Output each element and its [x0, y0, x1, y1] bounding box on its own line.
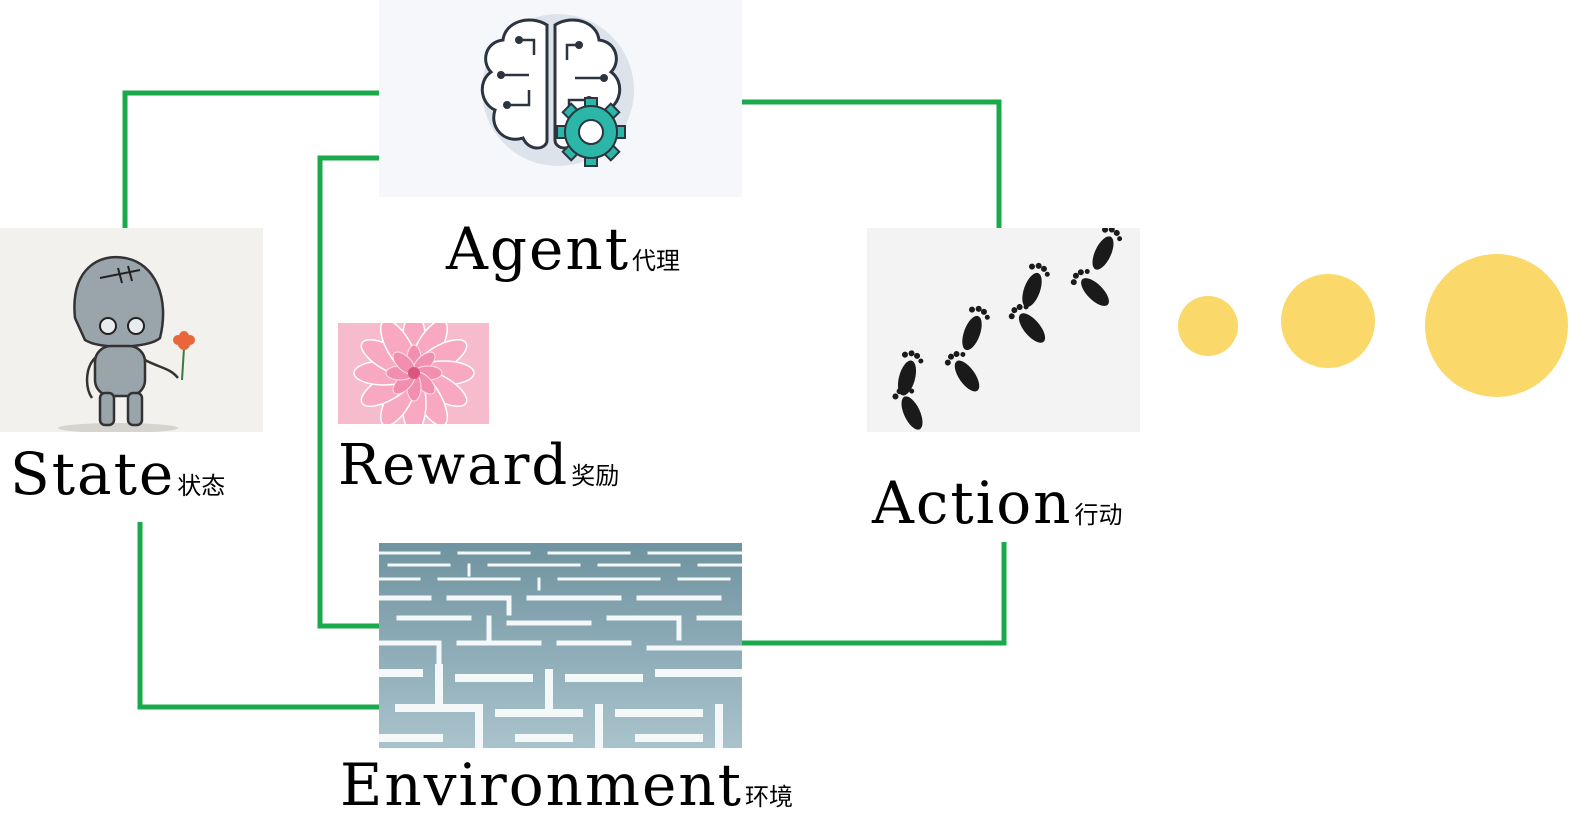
environment-label-zh: 环境	[745, 783, 793, 811]
environment-label-en: Environment	[340, 751, 743, 819]
connector-environment-agent	[317, 155, 381, 629]
agent-label: Agent代理	[446, 220, 680, 278]
footprints-icon	[892, 228, 1123, 430]
connector-environment-state	[137, 522, 381, 710]
state-label: State状态	[10, 445, 225, 503]
ellipsis-dot-large	[1425, 254, 1568, 397]
environment-image	[379, 543, 742, 748]
brain-gear-icon	[480, 14, 634, 167]
state-label-en: State	[10, 440, 176, 508]
reward-label-en: Reward	[338, 433, 570, 498]
reward-label-zh: 奖励	[571, 462, 620, 490]
action-label-en: Action	[872, 469, 1073, 537]
agent-label-en: Agent	[446, 215, 630, 283]
pink-flower-icon	[338, 323, 489, 424]
agent-label-zh: 代理	[632, 247, 680, 275]
connector-action-environment	[741, 542, 1007, 646]
reward-label: Reward奖励	[338, 438, 619, 494]
agent-image	[379, 0, 742, 197]
maze-icon	[379, 543, 742, 748]
reward-image	[338, 323, 489, 424]
environment-label: Environment环境	[340, 756, 793, 814]
connector-agent-state	[122, 90, 381, 230]
ellipsis-dot-small	[1178, 296, 1238, 356]
state-label-zh: 状态	[177, 472, 226, 500]
action-image	[867, 228, 1140, 432]
ellipsis-dot-medium	[1281, 274, 1375, 368]
connector-agent-action	[741, 99, 1002, 230]
robot-holding-flower-icon	[58, 255, 195, 432]
state-image	[0, 228, 263, 432]
action-label: Action行动	[872, 474, 1123, 532]
action-label-zh: 行动	[1074, 501, 1123, 529]
